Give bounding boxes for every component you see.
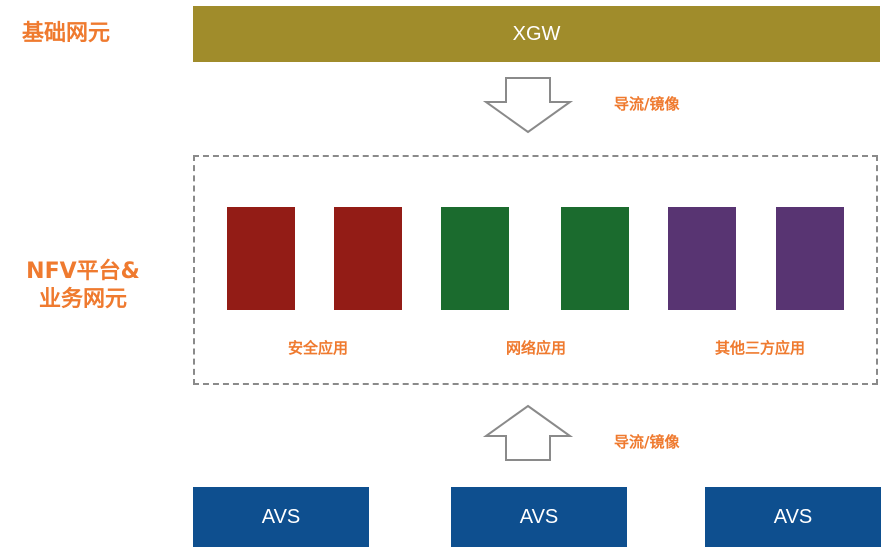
avs-label: AVS bbox=[261, 505, 301, 528]
down-arrow-icon bbox=[482, 77, 574, 134]
xgw-label: XGW bbox=[512, 22, 561, 45]
base-network-label: 基础网元 bbox=[22, 21, 111, 46]
network-app-block[interactable] bbox=[561, 207, 629, 310]
avs-box[interactable]: AVS bbox=[451, 487, 627, 547]
up-arrow-icon bbox=[482, 404, 574, 461]
avs-box[interactable]: AVS bbox=[705, 487, 881, 547]
nfv-platform-container bbox=[193, 155, 878, 385]
nfv-platform-label: NFV平台& 业务网元 bbox=[8, 258, 158, 314]
avs-label: AVS bbox=[519, 505, 559, 528]
third-party-app-block[interactable] bbox=[776, 207, 844, 310]
network-app-block[interactable] bbox=[441, 207, 509, 310]
security-app-block[interactable] bbox=[227, 207, 295, 310]
security-apps-label: 安全应用 bbox=[287, 339, 348, 357]
flow-label-bottom: 导流/镜像 bbox=[614, 433, 680, 451]
avs-box[interactable]: AVS bbox=[193, 487, 369, 547]
nfv-label-line2: 业务网元 bbox=[38, 287, 127, 312]
flow-label-top: 导流/镜像 bbox=[614, 95, 680, 113]
third-party-app-block[interactable] bbox=[668, 207, 736, 310]
avs-label: AVS bbox=[773, 505, 813, 528]
security-app-block[interactable] bbox=[334, 207, 402, 310]
network-apps-label: 网络应用 bbox=[505, 339, 566, 357]
third-party-apps-label: 其他三方应用 bbox=[714, 339, 805, 357]
nfv-label-line1: NFV平台& bbox=[26, 259, 140, 284]
xgw-bar[interactable]: XGW bbox=[193, 6, 880, 62]
